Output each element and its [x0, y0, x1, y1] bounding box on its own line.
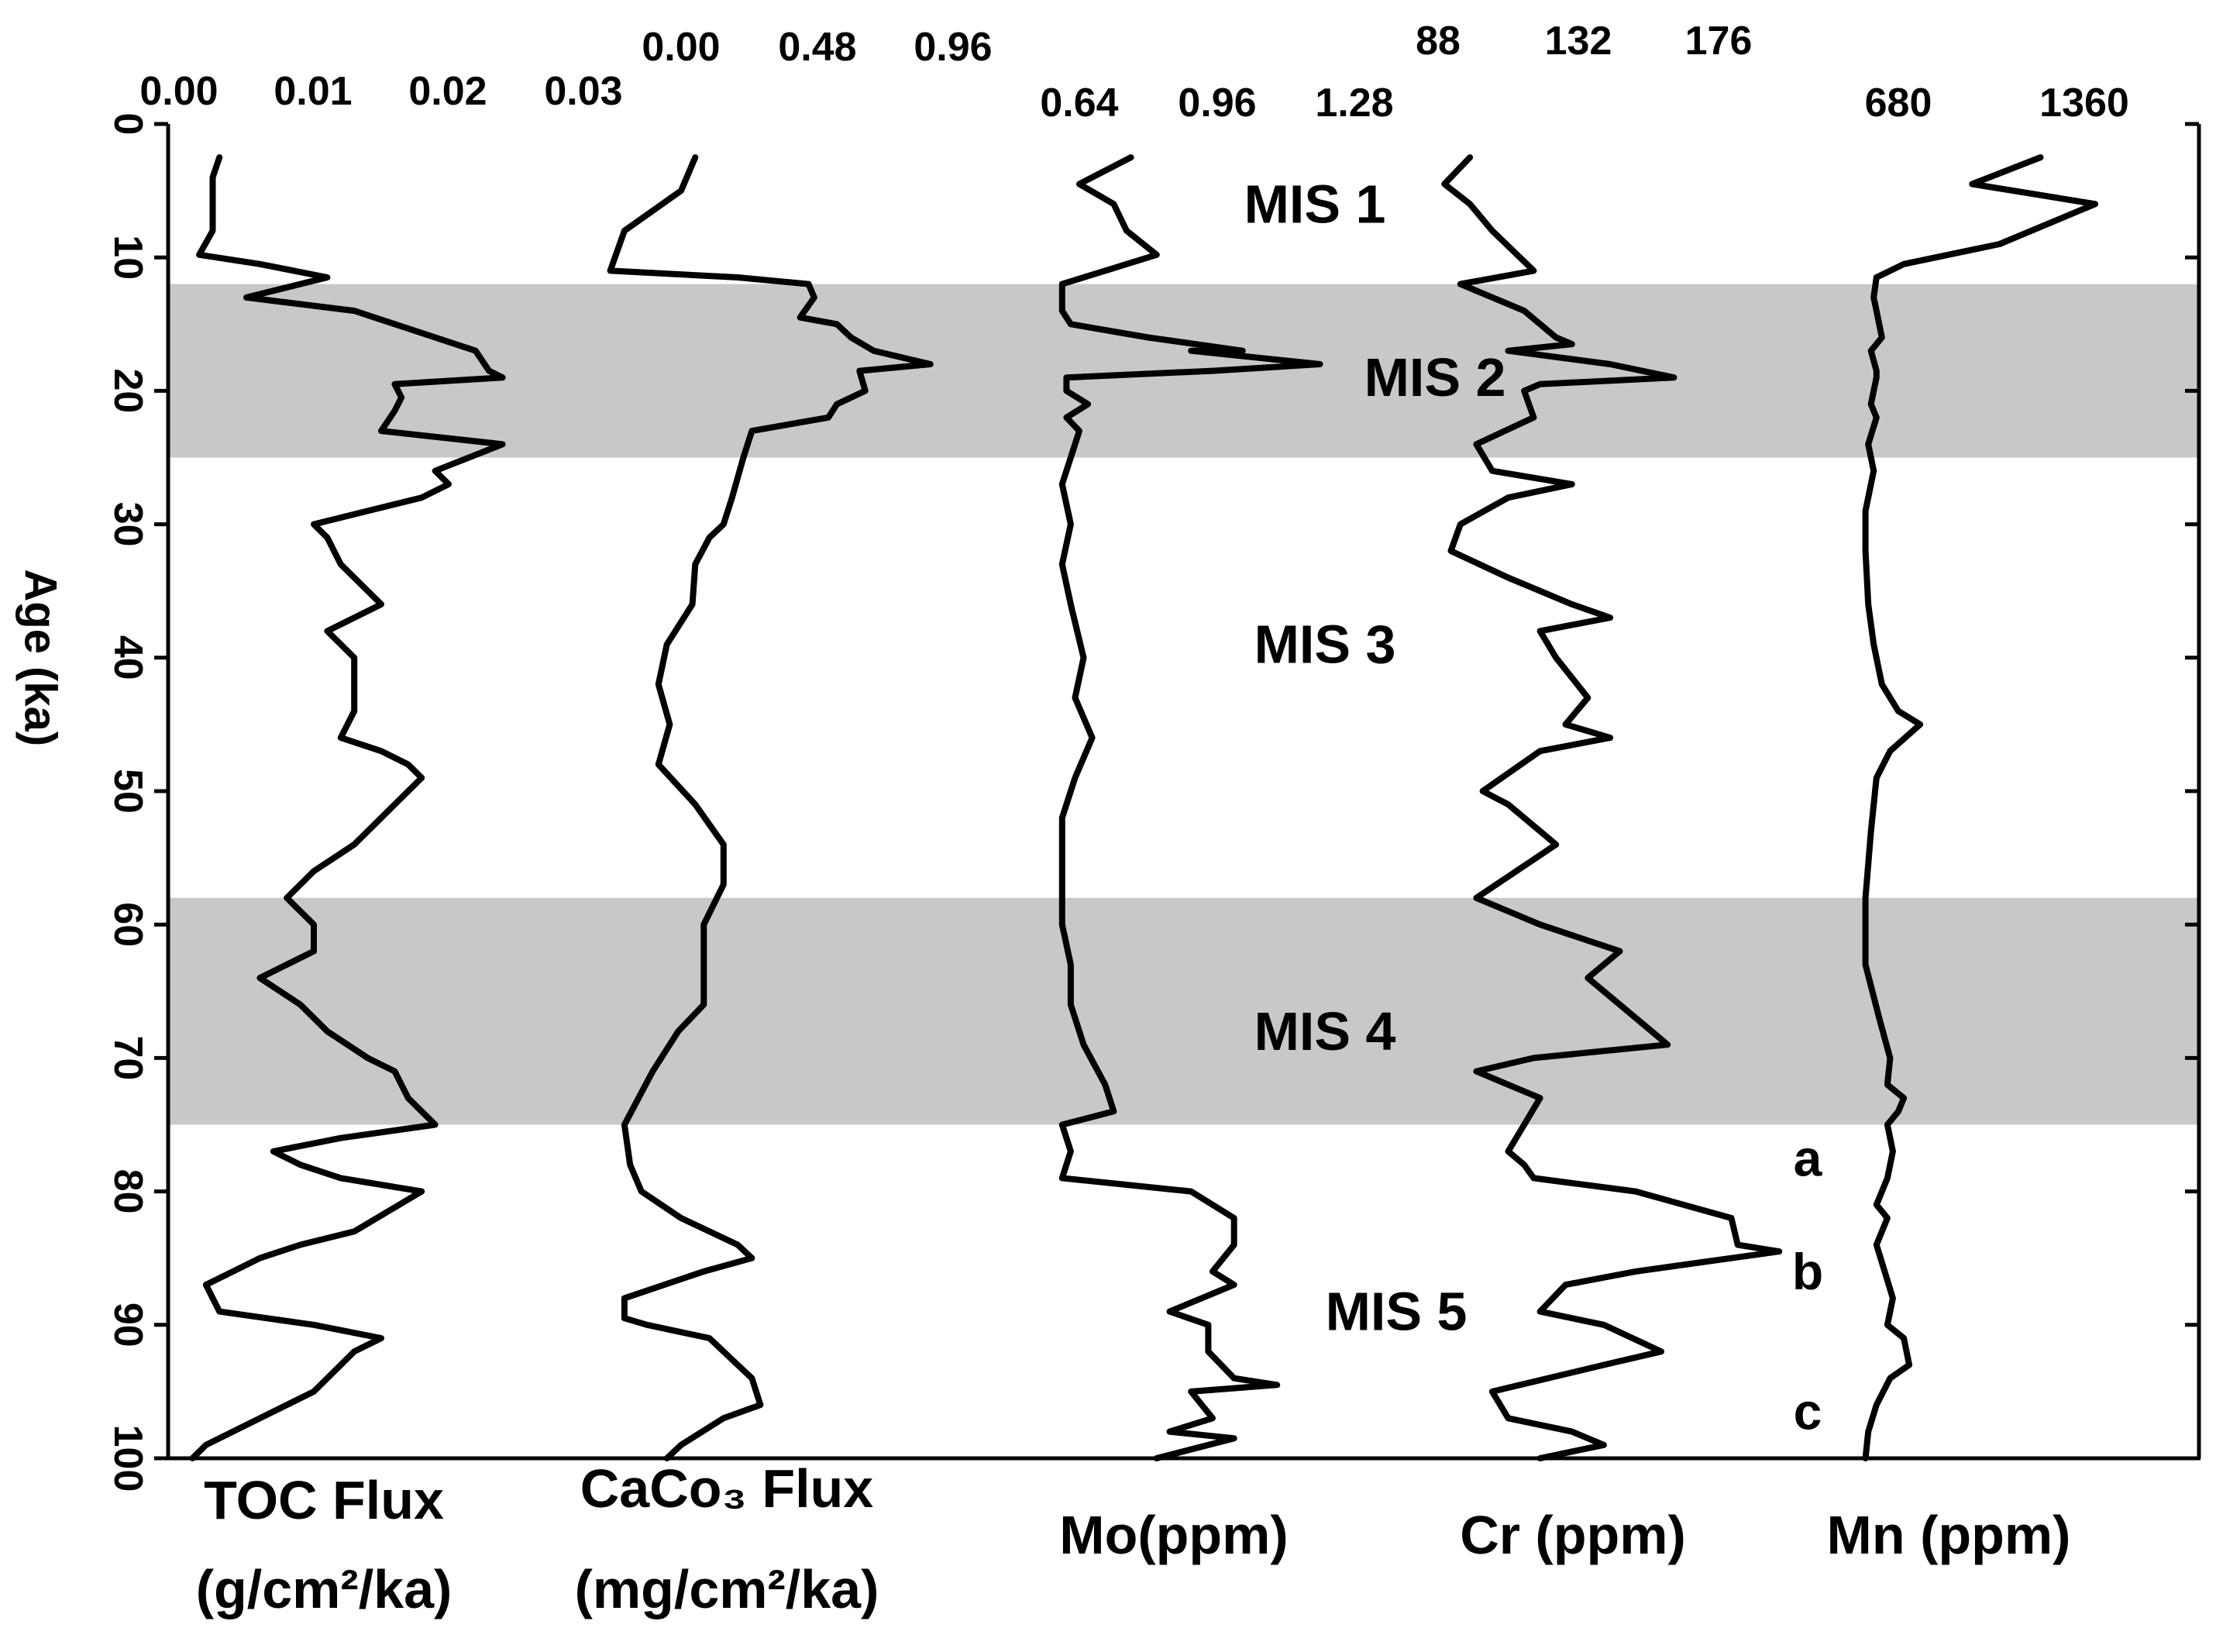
top-tick-label: 0.03	[544, 69, 622, 114]
y-tick-label: 30	[105, 502, 150, 547]
stage-label: MIS 3	[1254, 614, 1396, 675]
top-tick-label: 88	[1416, 19, 1461, 64]
top-tick-label: 1360	[2039, 81, 2129, 126]
y-tick-label: 40	[105, 635, 150, 680]
series-name-label: TOC Flux	[204, 1470, 444, 1530]
y-axis-title: Age (ka)	[15, 569, 66, 746]
top-tick-label: 132	[1545, 19, 1612, 64]
data-series	[189, 154, 2099, 1461]
chart-labels: TOC Flux (g/cm²/ka) CaCo₃ Flux (mg/cm²/ka) M…	[196, 174, 2071, 1619]
y-tick-label: 90	[105, 1303, 150, 1347]
stage-label: MIS 5	[1326, 1282, 1468, 1342]
series-line-3	[1058, 154, 1323, 1461]
y-tick-label: 60	[105, 902, 150, 947]
top-tick-label: 0.96	[914, 25, 992, 70]
shaded-band-mis-4	[168, 897, 2199, 1125]
y-tick-label: 50	[105, 769, 150, 814]
y-tick-label: 20	[105, 368, 150, 413]
series-unit-label: (g/cm²/ka)	[196, 1559, 452, 1619]
shaded-bands	[168, 284, 2199, 1125]
top-tick-label: 0.00	[642, 25, 720, 70]
top-tick-label: 0.48	[778, 25, 856, 70]
series-line-4	[1441, 154, 1783, 1461]
y-tick-label: 10	[105, 235, 150, 280]
stage-label: MIS 1	[1244, 174, 1386, 234]
top-tick-label: 0.96	[1178, 81, 1256, 126]
top-tick-label: 0.00	[139, 69, 218, 114]
series-line-2	[607, 154, 934, 1461]
series-name-label: Mn (ppm)	[1827, 1505, 2071, 1565]
top-tick-label: 0.64	[1040, 81, 1118, 126]
substage-label: c	[1794, 1383, 1822, 1440]
stage-label: MIS 2	[1364, 347, 1506, 408]
series-name-label: Mo(ppm)	[1059, 1505, 1288, 1565]
series-name-label: CaCo₃ Flux	[580, 1458, 874, 1519]
top-tick-label: 1.28	[1315, 81, 1393, 126]
substage-label: b	[1792, 1243, 1823, 1300]
substage-label: a	[1794, 1130, 1823, 1187]
y-tick-label: 0	[105, 113, 150, 136]
series-name-label: Cr (ppm)	[1460, 1505, 1686, 1565]
y-tick-label: 70	[105, 1035, 150, 1080]
top-tick-label: 0.01	[274, 69, 352, 114]
y-axis: 0 10 20 30 40 50 60 70 80 90 100 Age (ka)	[15, 113, 2199, 1492]
top-tick-labels: 0.00 0.01 0.02 0.03 0.00 0.48 0.96 0.64 0.96 1.28…	[139, 19, 2128, 126]
top-tick-label: 680	[1865, 81, 1932, 126]
y-tick-label: 80	[105, 1169, 150, 1214]
series-line-1	[189, 154, 506, 1461]
top-tick-label: 0.02	[408, 69, 487, 114]
y-tick-label: 100	[105, 1425, 150, 1492]
top-tick-label: 176	[1685, 19, 1753, 64]
series-line-5	[1862, 154, 2099, 1461]
stage-label: MIS 4	[1254, 1001, 1396, 1062]
series-unit-label: (mg/cm²/ka)	[575, 1559, 879, 1619]
